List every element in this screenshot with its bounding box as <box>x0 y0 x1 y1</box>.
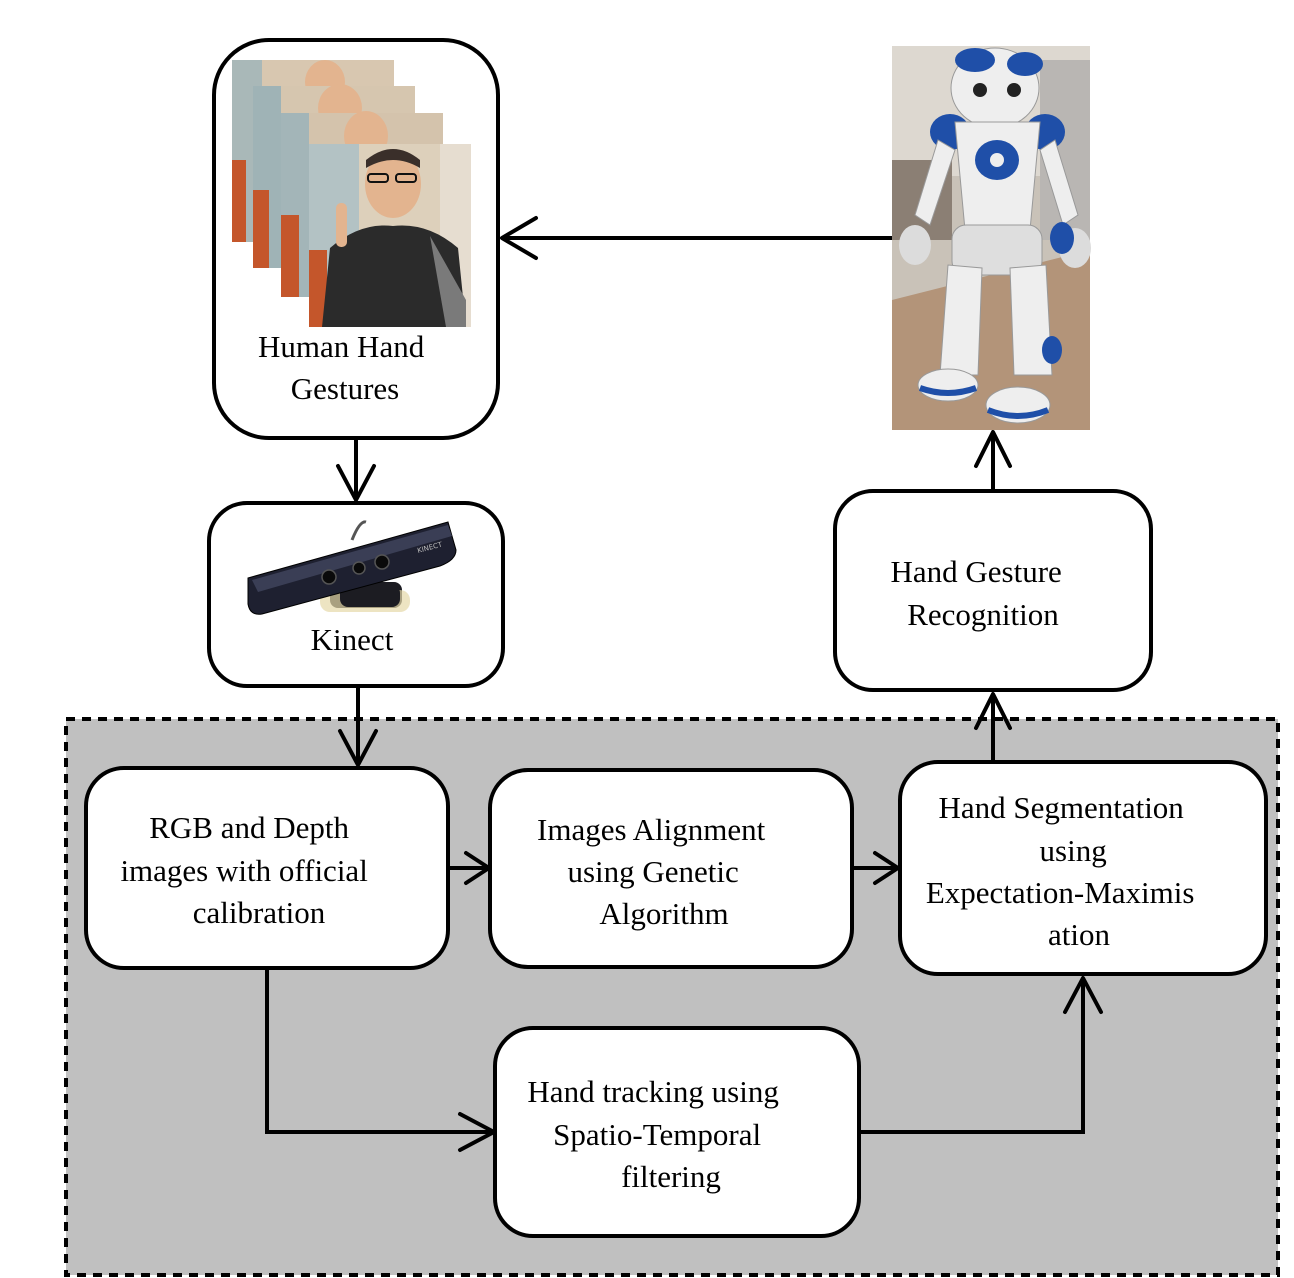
label-line: Recognition <box>907 597 1059 632</box>
label-line: Human Hand <box>258 329 425 364</box>
robot-image <box>892 46 1091 430</box>
gesture-frame <box>309 144 471 327</box>
label-line: Hand Segmentation <box>938 790 1184 825</box>
label-line: Algorithm <box>599 896 728 931</box>
label-line: RGB and Depth <box>149 810 349 845</box>
arrowhead <box>500 216 538 260</box>
edge-rgb-to-tracking <box>265 968 494 1134</box>
label-line: filtering <box>621 1159 721 1194</box>
label-line: Kinect <box>311 622 394 657</box>
label-line: Spatio-Temporal <box>553 1117 761 1152</box>
label-line: Images Alignment <box>537 812 766 847</box>
node-rgb-label: RGB and Depth images with official calib… <box>120 810 375 930</box>
arrowhead <box>336 464 376 502</box>
node-rgb-box <box>84 766 450 970</box>
node-recognition-label: Hand Gesture Recognition <box>890 554 1069 632</box>
edge-tracking-to-segmentation <box>860 978 1085 1134</box>
node-tracking-label: Hand tracking using Spatio-Temporal filt… <box>527 1074 786 1194</box>
label-line: using Genetic <box>567 854 738 889</box>
node-tracking-box <box>493 1026 861 1238</box>
arrowhead <box>1063 976 1103 1014</box>
label-line: images with official <box>120 853 367 888</box>
label-line: Gestures <box>291 371 399 406</box>
label-line: Expectation-Maximis <box>926 875 1195 910</box>
label-line: Hand Gesture <box>890 554 1061 589</box>
arrowhead <box>974 692 1012 730</box>
label-line: using <box>1040 833 1107 868</box>
node-alignment-box <box>488 768 854 969</box>
label-line: calibration <box>193 895 326 930</box>
node-segmentation-box <box>898 760 1268 976</box>
arrowhead <box>974 430 1012 468</box>
node-alignment-label: Images Alignment using Genetic Algorithm <box>537 812 773 931</box>
label-line: ation <box>1048 917 1110 952</box>
gesture-frames-image <box>232 60 471 327</box>
node-gestures-label: Human Hand Gestures <box>258 329 432 406</box>
kinect-image: KINECT <box>247 520 457 615</box>
arrowhead <box>338 729 378 767</box>
node-recognition-box <box>833 489 1153 692</box>
node-segmentation-label: Hand Segmentation using Expectation-Maxi… <box>926 790 1202 952</box>
node-kinect-label: Kinect <box>311 622 394 657</box>
label-line: Hand tracking using <box>527 1074 778 1109</box>
